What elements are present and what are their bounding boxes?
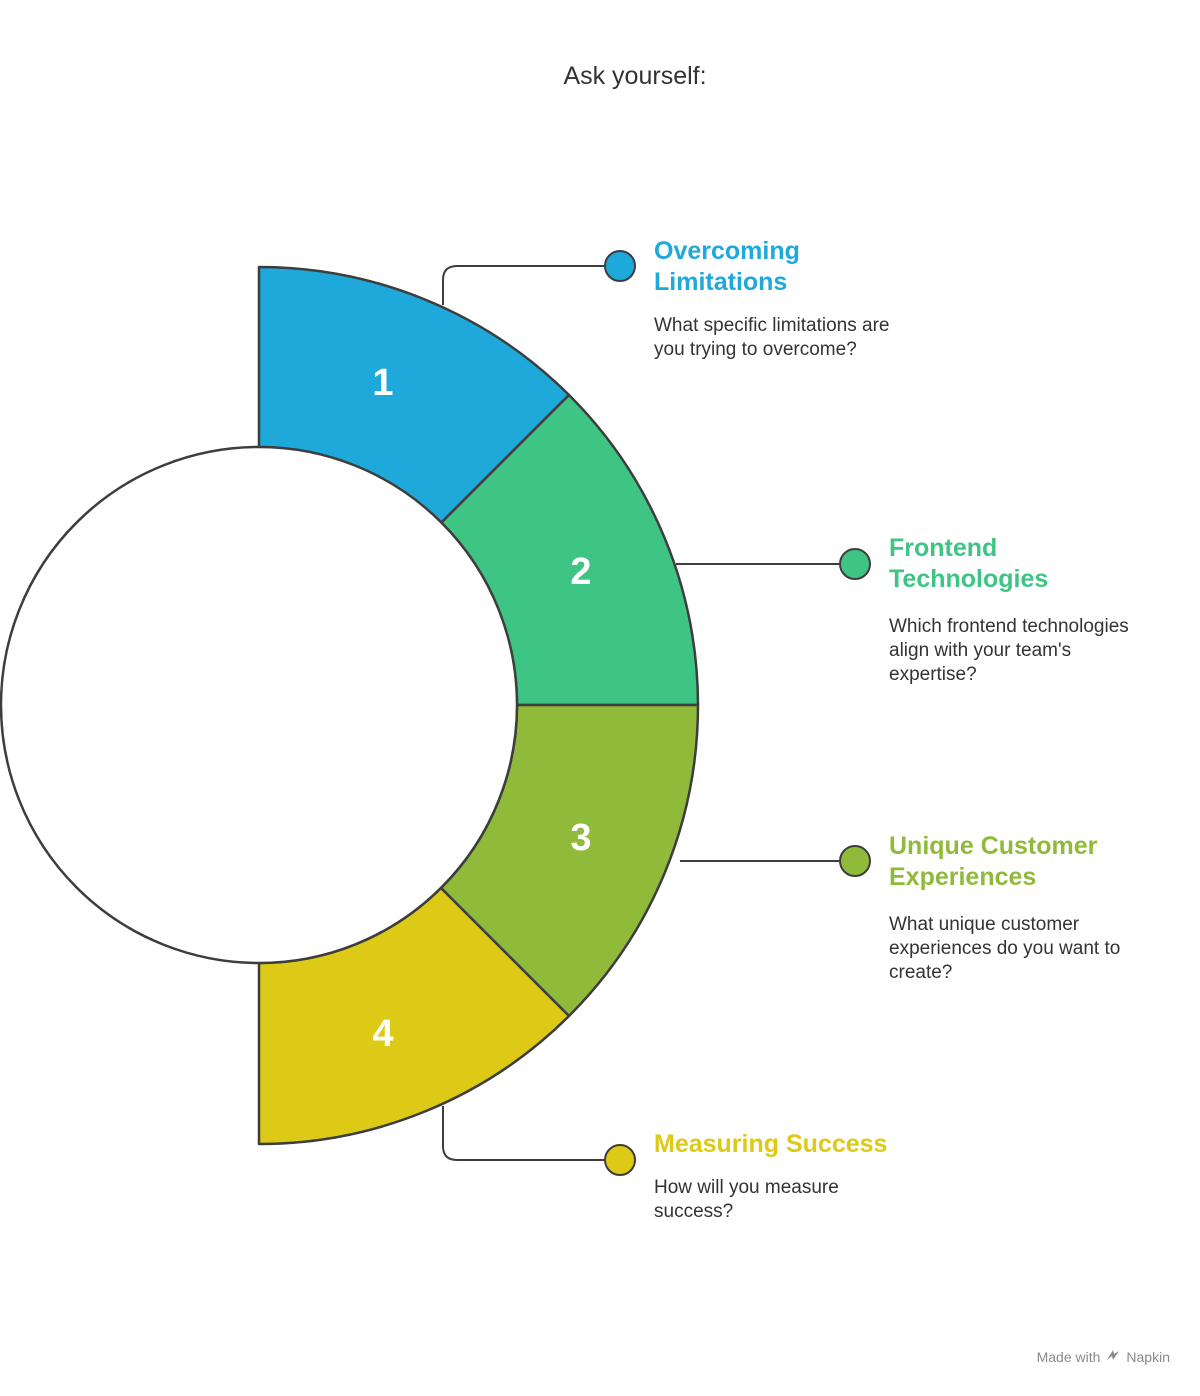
item-description-line: What specific limitations are xyxy=(654,315,890,336)
item-description-line: expertise? xyxy=(889,664,977,685)
watermark-prefix: Made with xyxy=(1036,1349,1101,1365)
item-description-line: How will you measure xyxy=(654,1177,839,1198)
item-title-line: Overcoming xyxy=(654,237,800,265)
item-description-4: How will you measure success? xyxy=(654,1176,839,1224)
item-title-1: Overcoming Limitations xyxy=(654,236,800,298)
segment-number-2: 2 xyxy=(570,551,591,593)
dot-icon xyxy=(604,250,636,282)
item-description-line: align with your team's xyxy=(889,640,1072,661)
item-title-line: Unique Customer xyxy=(889,832,1098,860)
item-title-3: Unique Customer Experiences xyxy=(889,831,1097,893)
item-description-line: success? xyxy=(654,1201,734,1222)
connector-1 xyxy=(442,265,605,305)
item-title-line: Frontend xyxy=(889,534,998,562)
page-title: Ask yourself: xyxy=(563,62,707,90)
item-description-line: you trying to overcome? xyxy=(654,339,857,360)
watermark[interactable]: Made with Napkin xyxy=(1037,1348,1170,1366)
segment-number-1: 1 xyxy=(372,362,393,404)
dot-icon xyxy=(839,548,871,580)
item-title-line: Technologies xyxy=(889,565,1049,593)
item-title-line: Limitations xyxy=(654,268,788,296)
item-description-3: What unique customer experiences do you … xyxy=(889,913,1120,985)
item-title-4: Measuring Success xyxy=(654,1129,887,1160)
watermark-brand: Napkin xyxy=(1126,1349,1170,1365)
item-description-line: What unique customer xyxy=(889,914,1080,935)
dot-icon xyxy=(839,845,871,877)
item-description-2: Which frontend technologies align with y… xyxy=(889,615,1129,687)
item-description-line: create? xyxy=(889,962,953,983)
dot-icon xyxy=(604,1144,636,1176)
segment-number-3: 3 xyxy=(570,817,591,859)
item-description-line: Which frontend technologies xyxy=(889,616,1129,637)
inner-circle xyxy=(0,445,519,965)
item-description-1: What specific limitations are you trying… xyxy=(654,314,889,362)
item-description-line: experiences do you want to xyxy=(889,938,1121,959)
item-title-line: Measuring Success xyxy=(654,1130,888,1158)
item-title-2: Frontend Technologies xyxy=(889,533,1048,595)
segment-number-4: 4 xyxy=(372,1013,393,1055)
napkin-logo-icon xyxy=(1106,1348,1120,1366)
item-title-line: Experiences xyxy=(889,863,1037,891)
connector-4 xyxy=(442,1106,605,1161)
